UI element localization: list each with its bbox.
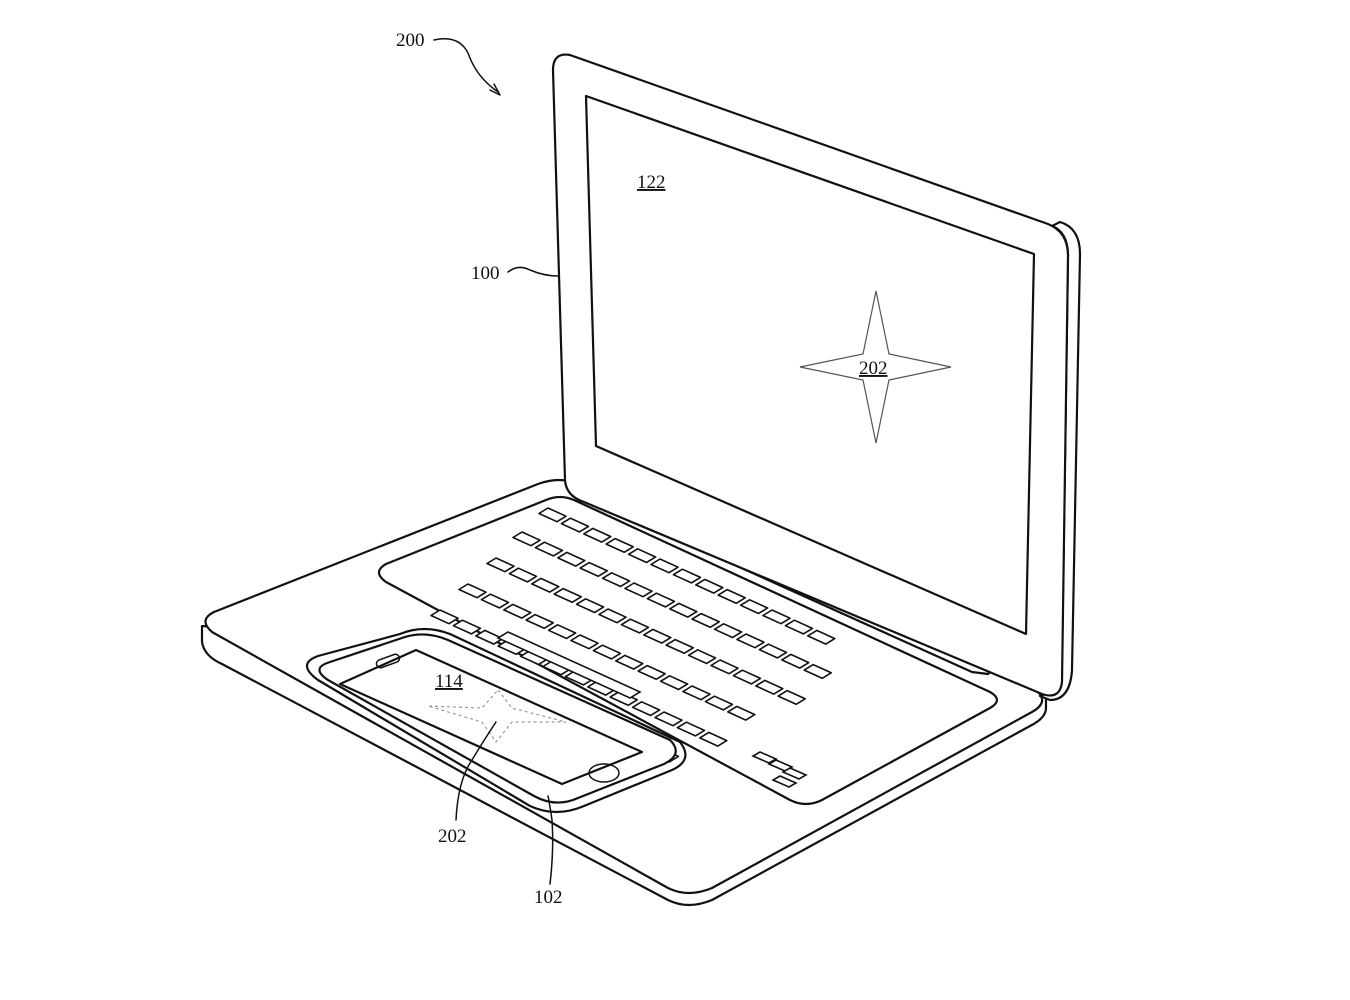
keyboard-key <box>650 558 679 574</box>
arrow-key <box>781 767 808 780</box>
label-202-display: 202 <box>859 358 888 379</box>
leader-100 <box>507 266 559 277</box>
keyboard-key <box>669 602 698 618</box>
keyboard-key <box>538 507 567 523</box>
keyboard-key <box>615 654 644 670</box>
arrow-key <box>751 751 778 764</box>
label-114: 114 <box>435 671 463 692</box>
keyboard-key <box>672 568 702 584</box>
keyboard-key <box>598 608 627 624</box>
keyboard-key <box>736 633 765 649</box>
keyboard-key <box>758 643 788 659</box>
keyboard-well <box>377 495 999 806</box>
keyboard-key <box>480 593 510 609</box>
keyboard-key <box>807 629 836 645</box>
keyboard-key <box>508 567 538 583</box>
keyboard-key <box>659 675 689 691</box>
leader-200 <box>433 38 499 93</box>
label-100: 100 <box>471 263 500 284</box>
keyboard-key <box>704 695 734 711</box>
keyboard-key <box>579 561 608 578</box>
keyboard-key <box>575 598 605 614</box>
keyboard-key <box>503 603 532 619</box>
phone-star-icon <box>427 689 567 744</box>
keyboard-key <box>699 731 728 747</box>
keyboard-key <box>525 613 554 630</box>
keyboard-key <box>624 582 653 598</box>
keyboard-key <box>458 583 487 599</box>
space-bar <box>496 631 642 699</box>
keyboard-key <box>654 711 683 727</box>
keyboard-key <box>570 634 599 650</box>
phone-screen-114 <box>338 648 644 786</box>
screen-122 <box>584 94 1036 636</box>
keyboard-key <box>553 587 582 604</box>
laptop-lid <box>551 53 1082 702</box>
keyboard-key <box>452 619 482 635</box>
keyboard-key <box>627 548 657 564</box>
phone-speaker <box>375 653 401 669</box>
keyboard-key <box>643 628 672 644</box>
keyboard-key <box>560 517 590 533</box>
label-200: 200 <box>396 30 425 51</box>
keyboard-key <box>713 623 743 639</box>
display-star-icon <box>799 290 952 444</box>
leader-lines <box>433 38 559 885</box>
reference-numerals: 200 100 122 202 114 202 102 <box>396 30 888 908</box>
keyboard-key <box>557 551 586 567</box>
keyboard-key <box>762 609 791 625</box>
keyboard-key <box>717 588 746 605</box>
leader-202-phone <box>455 721 497 821</box>
keyboard-key <box>646 592 676 608</box>
keyboard-key <box>583 527 612 543</box>
leader-102 <box>547 795 554 885</box>
keyboard-key <box>710 659 739 675</box>
keyboard-key <box>676 721 706 737</box>
recess-outline <box>305 627 687 814</box>
keyboard-key <box>620 618 650 634</box>
keyboard-key <box>755 679 784 695</box>
keyboard-key <box>803 663 832 680</box>
keyboard-key <box>682 685 711 701</box>
keyboard-key <box>687 649 717 665</box>
keyboard-key <box>592 644 622 660</box>
keyboard-key <box>637 664 666 681</box>
phone-recess-102 <box>305 627 687 814</box>
keyboard-key <box>665 638 694 655</box>
keyboard-key <box>512 531 541 547</box>
keyboard-key <box>486 557 515 573</box>
keyboard-key <box>605 537 634 554</box>
keyboard-key <box>732 669 762 685</box>
keyboard-key <box>547 624 577 640</box>
arrow-200 <box>489 83 501 96</box>
keyboard-key <box>691 612 720 629</box>
arrow-key <box>771 775 798 788</box>
phone-body <box>318 633 677 804</box>
keyboard-key <box>531 577 560 593</box>
keyboard-key <box>430 609 459 625</box>
label-102: 102 <box>534 887 563 908</box>
keyboard-key <box>601 572 631 588</box>
keyboard-key <box>739 599 769 615</box>
keyboard-key <box>777 689 806 706</box>
keyboard-key <box>534 541 564 557</box>
home-button <box>588 763 620 783</box>
keyboard-key <box>631 701 661 717</box>
label-122: 122 <box>637 172 666 193</box>
keyboard-key <box>695 578 724 594</box>
lid-outer <box>551 53 1070 697</box>
phone <box>318 633 677 804</box>
keyboard-key <box>475 629 504 645</box>
keyboard-key <box>781 653 810 669</box>
keyboard-key <box>784 619 814 635</box>
label-202-phone: 202 <box>438 826 467 847</box>
keyboard-key <box>727 705 756 721</box>
